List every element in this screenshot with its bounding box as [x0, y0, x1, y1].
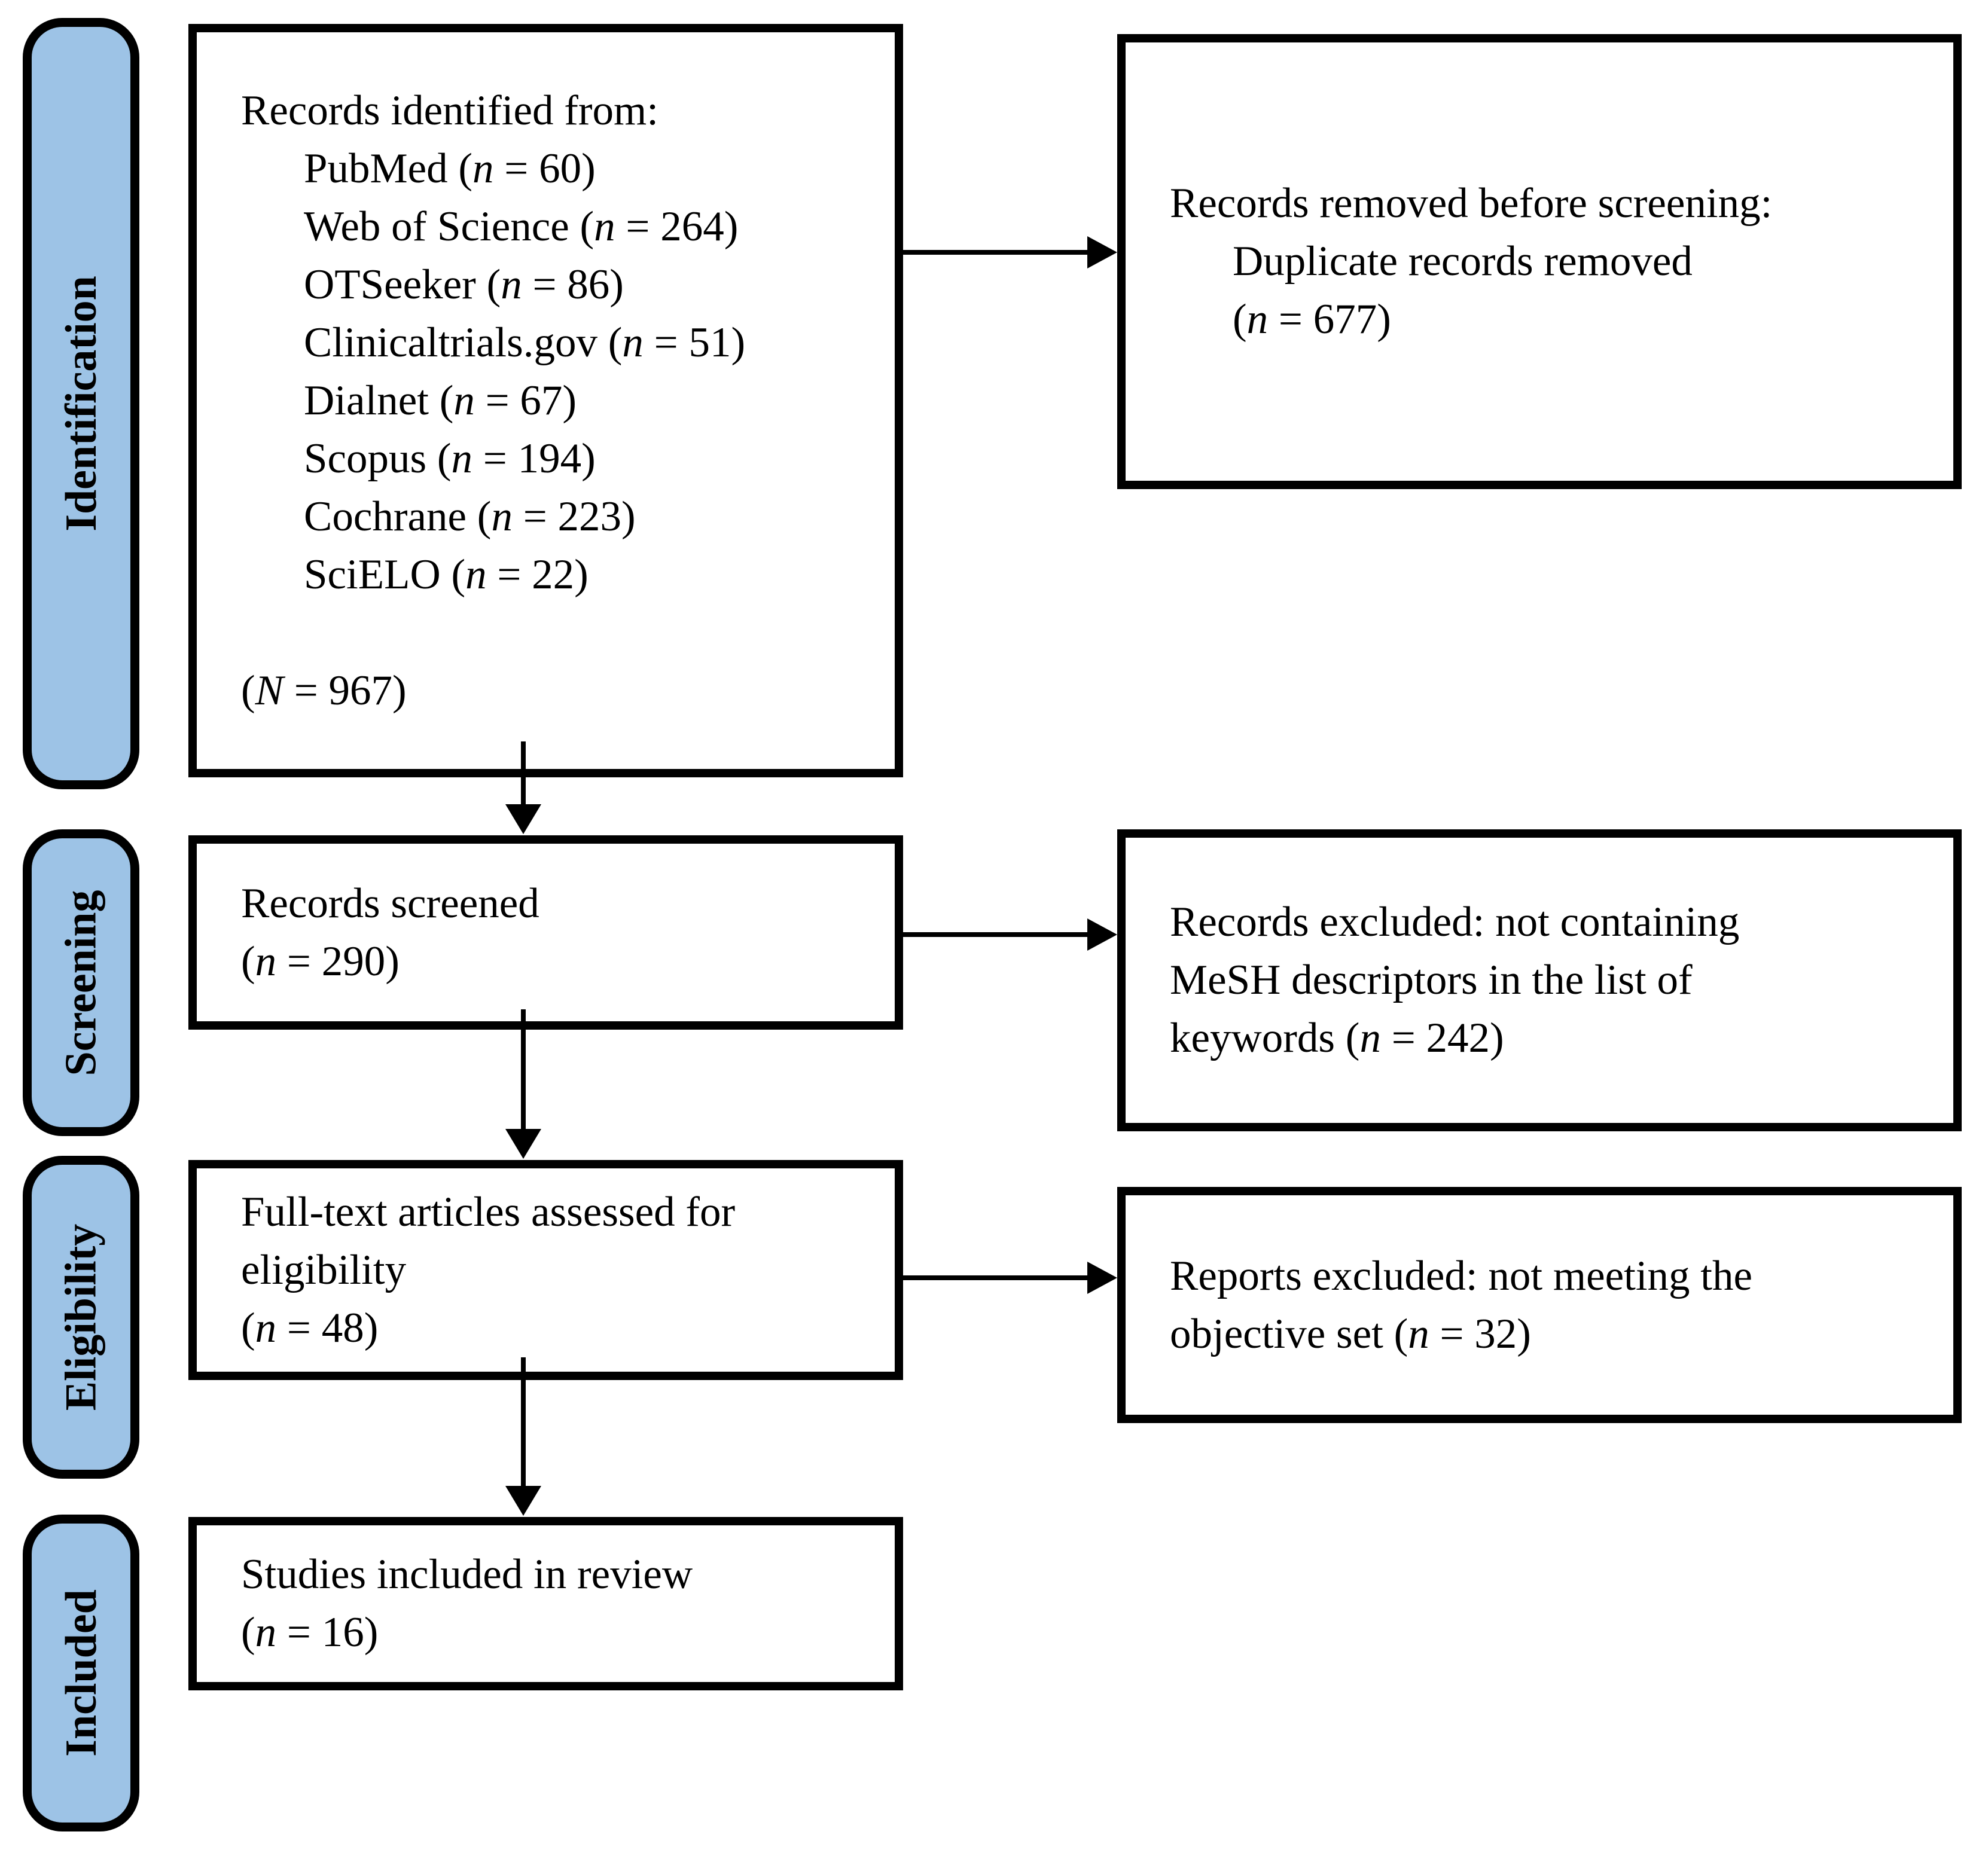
source-item-cochrane: Cochrane (n = 223) — [304, 493, 636, 540]
reports-excluded-text-1: Reports excluded: not meeting the — [1170, 1252, 1753, 1299]
arrowhead-right-icon — [1087, 918, 1117, 951]
arrow-shaft — [903, 250, 1091, 255]
stage-band-identification: Identification — [23, 18, 139, 789]
records-excluded-count: keywords (n = 242) — [1170, 1015, 1504, 1061]
flow-box-studies-included: Studies included in review (n = 16) — [188, 1517, 903, 1690]
arrow-screened-to-excluded — [903, 918, 1117, 951]
records-excluded-text-1: Records excluded: not containing — [1170, 899, 1740, 945]
arrow-shaft — [903, 932, 1091, 937]
flow-box-records-screened: Records screened (n = 290) — [188, 835, 903, 1030]
records-identified-total: (N = 967) — [241, 667, 407, 714]
source-item-otseeker: OTSeeker (n = 86) — [304, 261, 624, 308]
arrow-identified-to-removed — [903, 236, 1117, 268]
reports-excluded-count: objective set (n = 32) — [1170, 1310, 1531, 1357]
fulltext-assessed-text-2: eligibility — [241, 1246, 407, 1293]
stage-label-included: Included — [56, 1589, 106, 1757]
stage-label-identification: Identification — [56, 276, 106, 532]
stage-label-screening: Screening — [56, 889, 106, 1076]
records-removed-detail: Duplicate records removed — [1233, 238, 1693, 285]
fulltext-assessed-count: (n = 48) — [241, 1304, 379, 1351]
arrowhead-right-icon — [1087, 1262, 1117, 1294]
arrow-fulltext-to-reports-excluded — [903, 1262, 1117, 1294]
arrow-screened-to-fulltext — [505, 1009, 541, 1159]
source-item-scopus: Scopus (n = 194) — [304, 435, 596, 482]
arrowhead-down-icon — [505, 1129, 541, 1159]
stage-label-eligibility: Eligibility — [56, 1223, 106, 1411]
studies-included-count: (n = 16) — [241, 1609, 379, 1656]
source-item-scielo: SciELO (n = 22) — [304, 551, 589, 598]
arrow-fulltext-to-included — [505, 1357, 541, 1516]
arrowhead-down-icon — [505, 1486, 541, 1516]
fulltext-assessed-text-1: Full-text articles assessed for — [241, 1188, 736, 1235]
records-screened-text: Records screened — [241, 880, 539, 927]
flow-box-records-removed: Records removed before screening: Duplic… — [1117, 34, 1962, 489]
flow-box-records-excluded: Records excluded: not containing MeSH de… — [1117, 829, 1962, 1131]
source-item-web-of-science: Web of Science (n = 264) — [304, 203, 739, 250]
records-identified-title: Records identified from: — [241, 87, 658, 134]
flow-box-reports-excluded: Reports excluded: not meeting the object… — [1117, 1187, 1962, 1423]
source-item-clinicaltrials: Clinicaltrials.gov (n = 51) — [304, 319, 746, 366]
records-screened-count: (n = 290) — [241, 938, 400, 985]
arrow-shaft — [521, 741, 526, 808]
flow-box-records-identified: Records identified from: PubMed (n = 60)… — [188, 24, 903, 777]
records-removed-count: (n = 677) — [1233, 296, 1391, 343]
arrow-shaft — [521, 1357, 526, 1489]
studies-included-text: Studies included in review — [241, 1551, 693, 1598]
arrowhead-right-icon — [1087, 236, 1117, 268]
arrow-shaft — [521, 1009, 526, 1132]
arrow-identified-to-screened — [505, 741, 541, 834]
flow-box-fulltext-assessed: Full-text articles assessed for eligibil… — [188, 1160, 903, 1380]
stage-band-eligibility: Eligibility — [23, 1156, 139, 1479]
stage-band-screening: Screening — [23, 829, 139, 1136]
stage-band-included: Included — [23, 1515, 139, 1831]
arrowhead-down-icon — [505, 804, 541, 834]
records-removed-title: Records removed before screening: — [1170, 180, 1773, 227]
source-item-pubmed: PubMed (n = 60) — [304, 145, 596, 192]
records-excluded-text-2: MeSH descriptors in the list of — [1170, 957, 1693, 1003]
source-item-dialnet: Dialnet (n = 67) — [304, 377, 577, 424]
arrow-shaft — [903, 1275, 1091, 1280]
blank-line — [241, 604, 883, 662]
